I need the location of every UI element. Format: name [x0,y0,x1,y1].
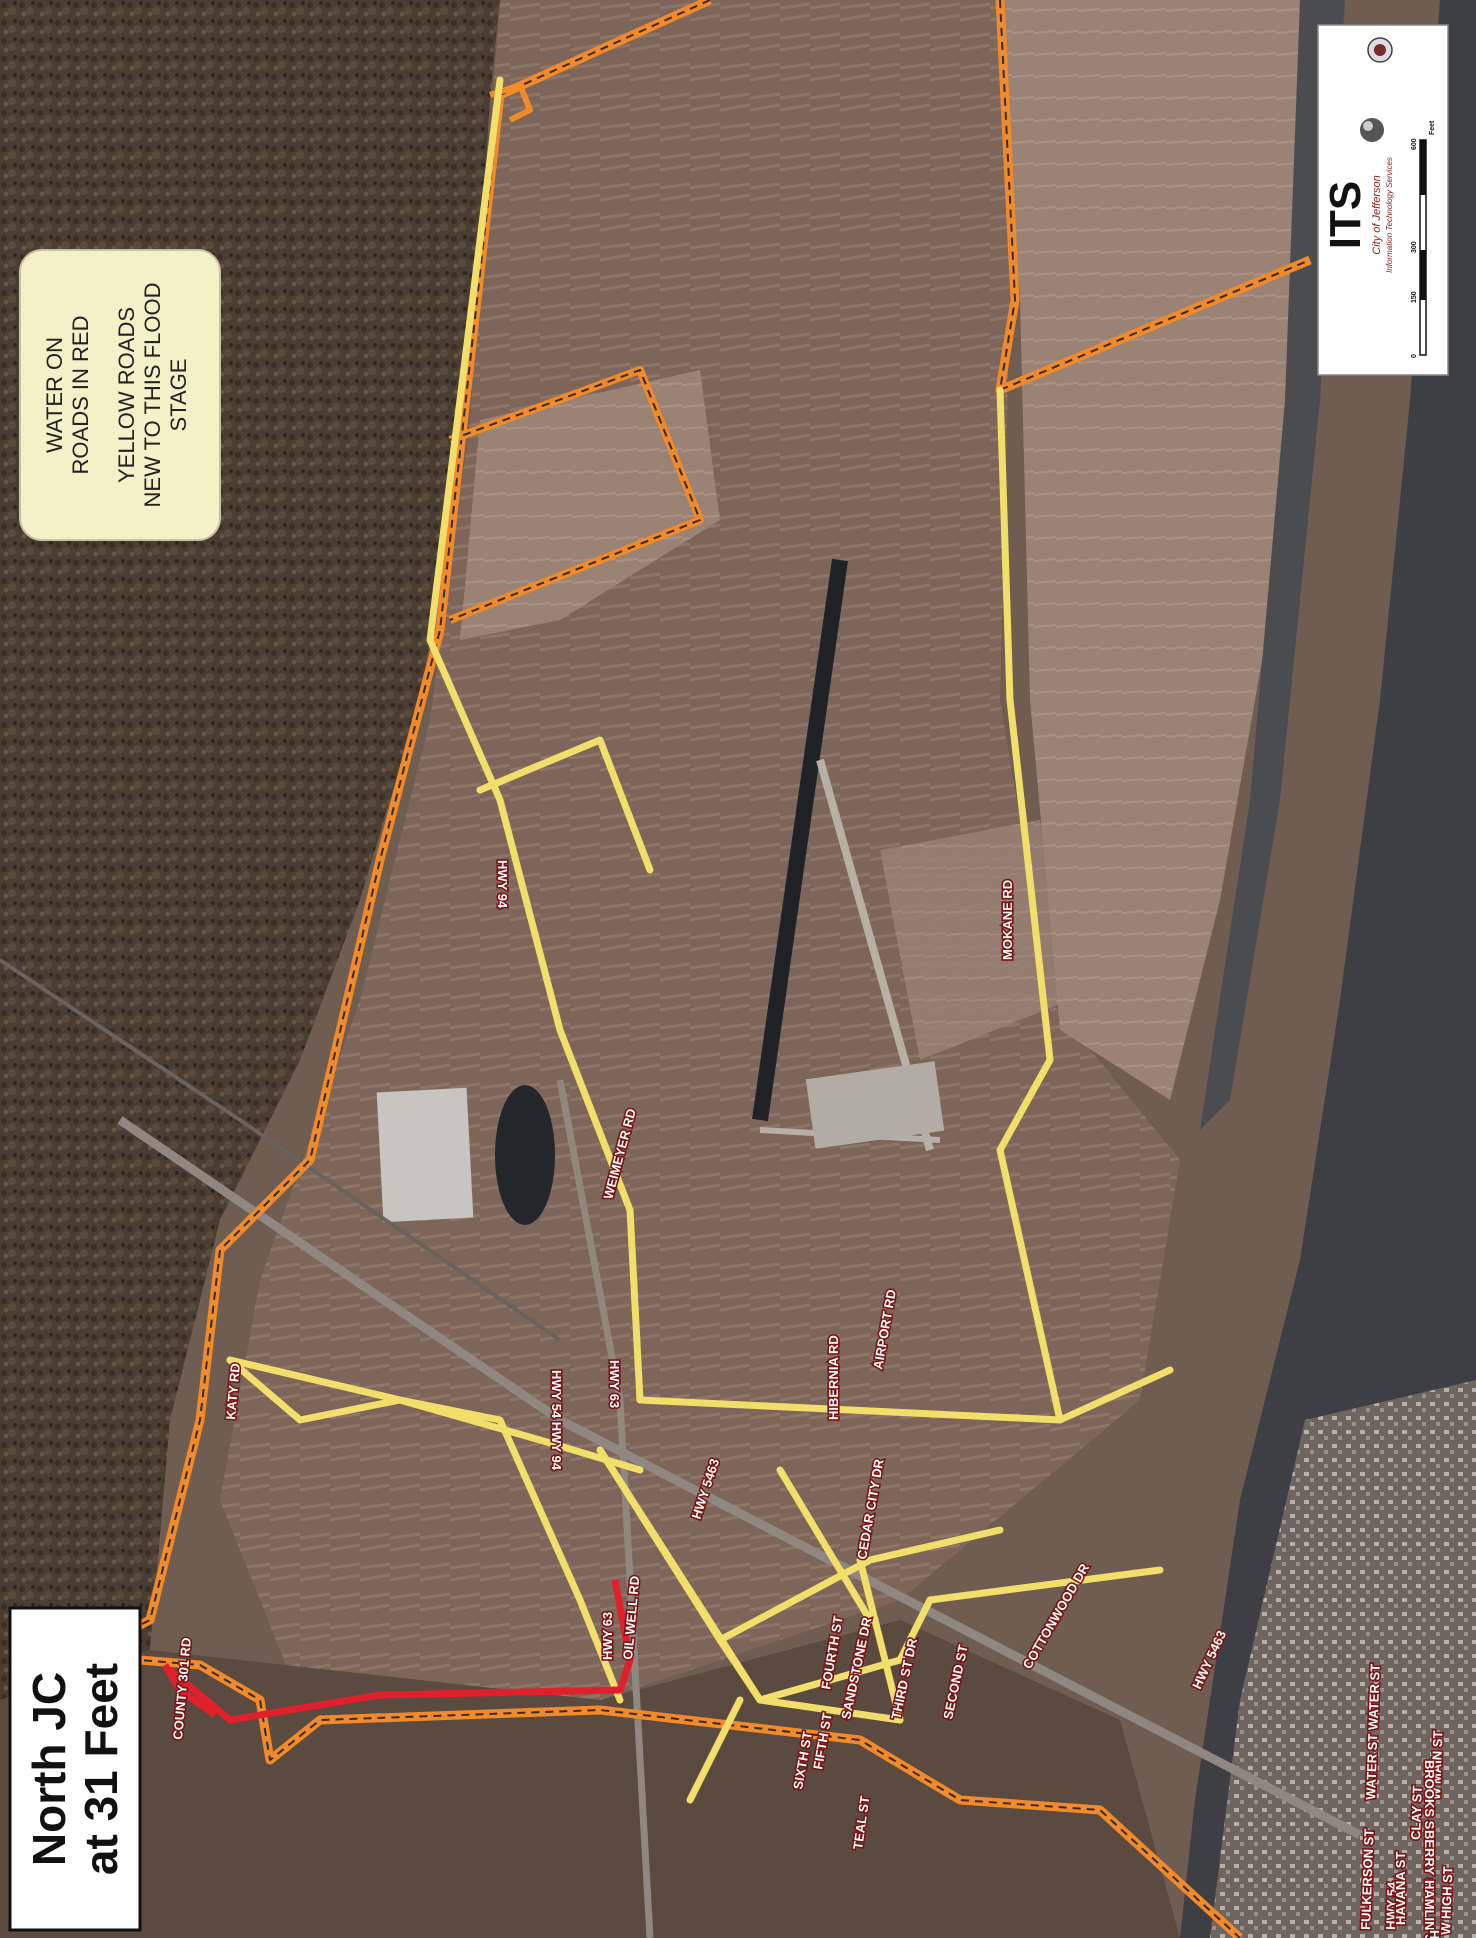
factory-pond [495,1085,555,1225]
water-on-roads [161,1579,634,1724]
label-fulkerson-st: FULKERSON ST [1358,1828,1377,1930]
scale-label-0: 0 [1411,354,1418,358]
south-fields [0,1620,1180,1938]
map-title-line2: at 31 Feet [75,1663,127,1875]
new-flooded-roads [226,76,1174,1804]
scale-bar: 0 150 300 600 Feet [1411,120,1436,358]
scale-unit: Feet [1429,120,1436,135]
river-channel [1200,0,1345,1130]
field-block [460,370,720,640]
globe-icon [1360,118,1384,142]
legend-line4: NEW TO THIS FLOOD [140,283,165,508]
label-hwy94: HWY 94 [495,860,510,909]
field-block [880,820,1070,1060]
map-title-box: North JC at 31 Feet [8,1606,142,1932]
its-logo-dept: Information Technology Services [1385,157,1394,273]
its-logo-panel: ITS City of Jefferson Information Techno… [1317,24,1449,376]
its-logo-mark: ITS [1321,181,1370,249]
south-bank-town [1210,1380,1476,1938]
city-seal-icon [1367,37,1393,63]
scale-label-300: 300 [1411,241,1418,253]
river-island [1000,0,1300,1100]
label-water-st: WATER ST WATER ST [1363,1664,1383,1801]
label-berry-st: BERRY ST [1422,1830,1437,1895]
legend-box: WATER ON ROADS IN RED YELLOW ROADS NEW T… [19,249,221,541]
floodplain-fields [220,0,1180,1700]
scale-label-600: 600 [1411,138,1418,150]
legend-line5: STAGE [166,359,191,432]
label-brooks-st: BROOKS ST [1422,1760,1437,1837]
hwy-63-corridor [556,1079,654,1938]
label-hart-st: HART ST [1427,1930,1442,1938]
legend-line2: ROADS IN RED [68,316,93,475]
label-hwy54: HWY 54 [1383,1881,1400,1930]
map-title-line1: North JC [23,1672,75,1866]
label-clay-st: CLAY ST [1408,1785,1425,1840]
label-mokane-rd: MOKANE RD [1000,880,1015,960]
airport-apron [805,1061,945,1149]
railway [0,958,562,1342]
label-katy-rd: KATY RD [223,1363,243,1421]
label-hibernia-rd: HIBERNIA RD [826,1335,841,1420]
label-hwy63: HWY 63 [600,1612,615,1660]
its-logo-org: City of Jefferson [1371,175,1383,254]
label-hamlin-st: HAMLIN ST [1422,1880,1437,1938]
label-w-main-st: W MAIN ST [1428,1730,1445,1800]
scale-label-150: 150 [1411,291,1418,303]
factory-building [376,1087,474,1223]
legend-line3: YELLOW ROADS [114,307,139,483]
label-hwy63: HWY 63 [607,1360,622,1408]
label-w-high-st: W HIGH ST [1438,1866,1455,1935]
label-hwy54-94: HWY 54 HWY 94 [549,1370,564,1471]
label-havana-st: HAVANA ST [1393,1852,1408,1925]
hwy-5463-bridge [117,1116,1363,1839]
legend-line1: WATER ON [42,337,67,453]
